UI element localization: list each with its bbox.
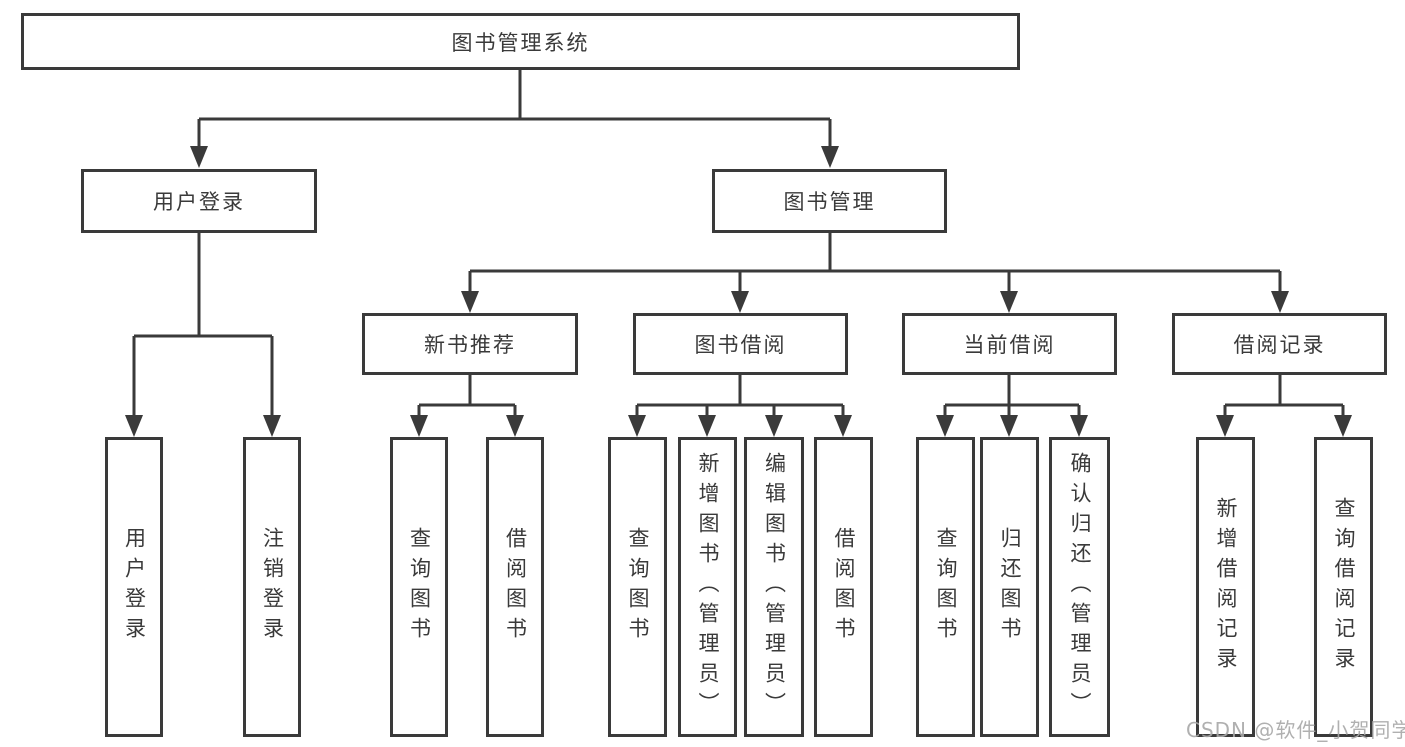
node-library-management-system: 图书管理系统 [21,13,1020,70]
leaf-recommend-borrow-books: 借阅图书 [486,437,544,737]
leaf-add-books-admin: 新增图书（管理员） [678,437,737,737]
leaf-return-books: 归还图书 [980,437,1039,737]
node-book-borrow: 图书借阅 [633,313,848,375]
node-borrow-records: 借阅记录 [1172,313,1387,375]
leaf-user-login: 用户登录 [105,437,163,737]
node-label: 新书推荐 [424,333,516,357]
leaf-borrow-query-books: 查询图书 [608,437,667,737]
leaf-query-borrow-record: 查询借阅记录 [1314,437,1373,737]
node-new-book-recommend: 新书推荐 [362,313,578,375]
node-user-login: 用户登录 [81,169,317,233]
node-label: 用户登录 [153,190,245,214]
arrowheads [125,146,1352,437]
leaf-edit-books-admin: 编辑图书（管理员） [744,437,804,737]
leaf-logout: 注销登录 [243,437,301,737]
leaf-confirm-return-admin: 确认归还（管理员） [1049,437,1110,737]
csdn-watermark: CSDN @软件_小贺同学 [1186,718,1405,742]
node-book-management: 图书管理 [712,169,947,233]
leaf-recommend-query-books: 查询图书 [390,437,448,737]
leaf-current-query-books: 查询图书 [916,437,975,737]
node-current-borrow: 当前借阅 [902,313,1117,375]
leaf-add-borrow-record: 新增借阅记录 [1196,437,1255,737]
node-label: 当前借阅 [963,333,1056,357]
leaf-borrow-books: 借阅图书 [814,437,873,737]
node-label: 借阅记录 [1233,333,1326,357]
node-label: 图书管理系统 [451,30,590,55]
node-label: 图书借阅 [694,333,787,357]
node-label: 图书管理 [783,190,876,214]
